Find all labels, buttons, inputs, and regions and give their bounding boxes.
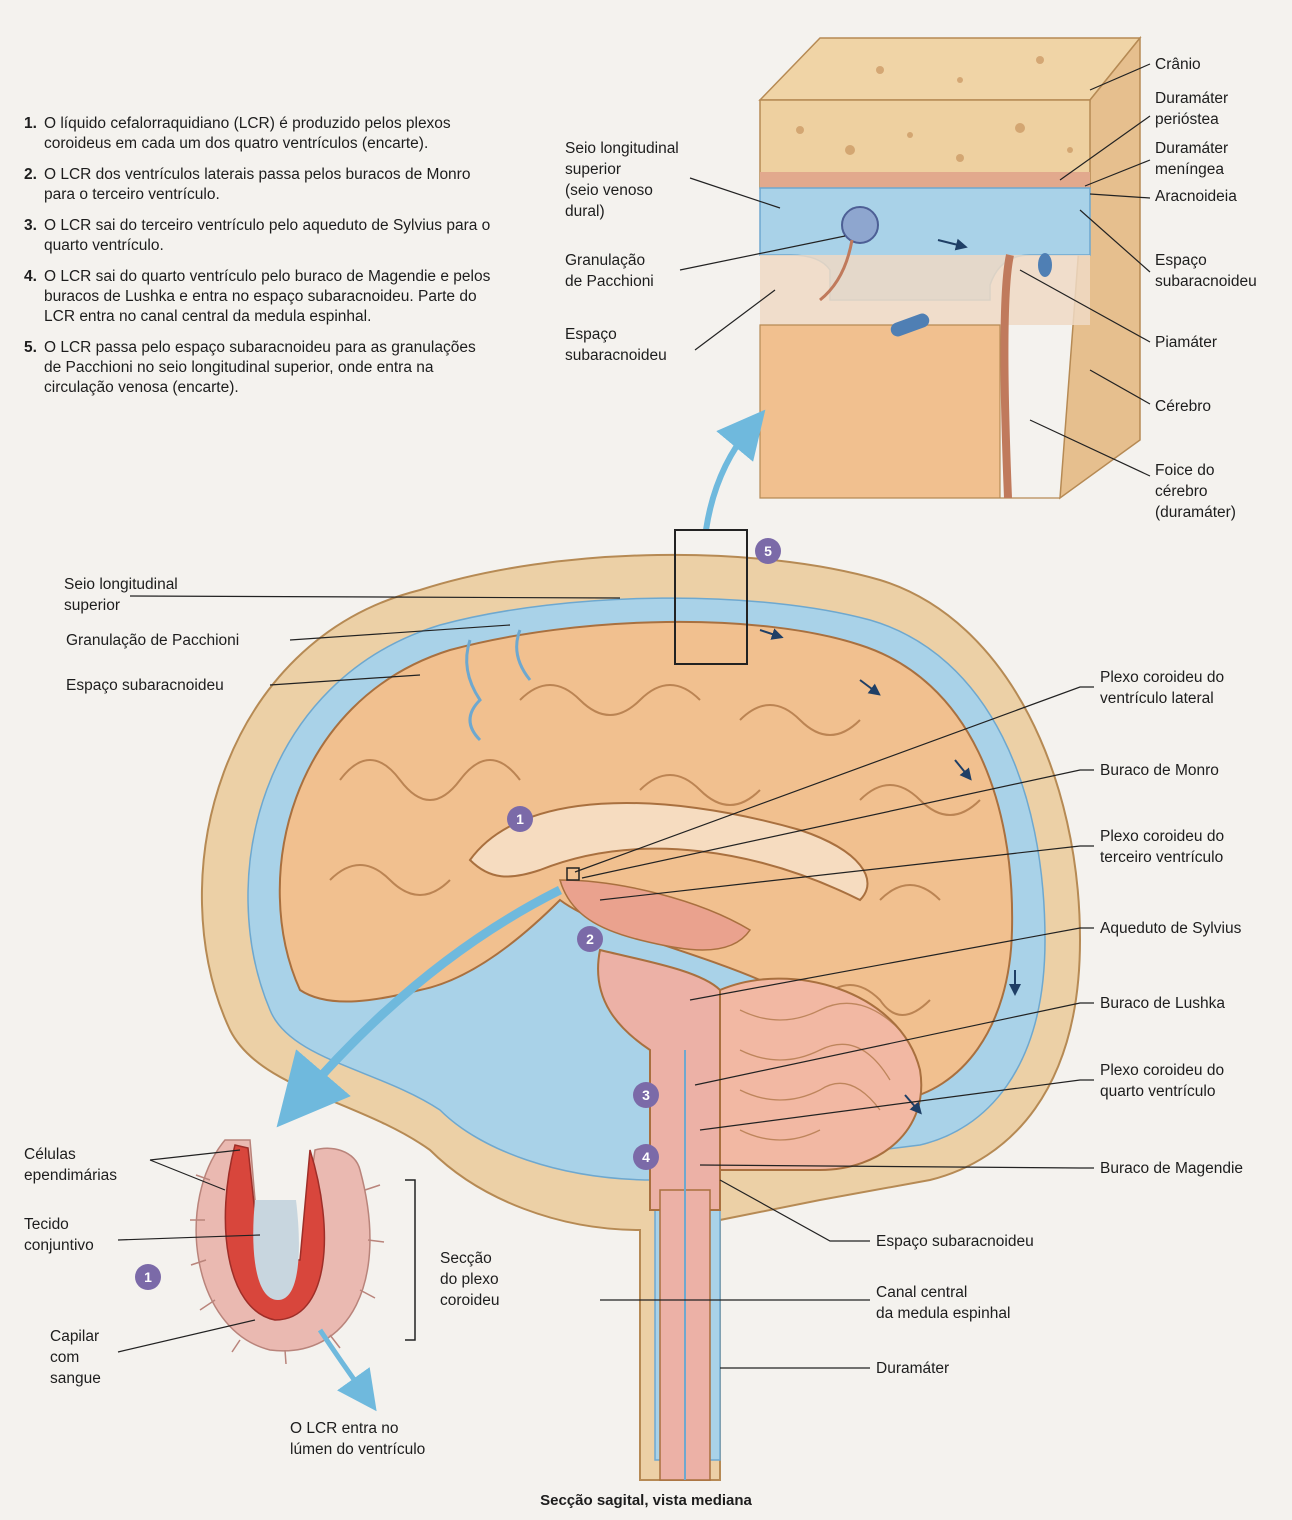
label-foice: Foice do cérebro (duramáter) [1155,460,1236,523]
step-text: O LCR sai do quarto ventrículo pelo bura… [44,267,494,327]
step-number: 5. [24,338,44,398]
step-text: O LCR passa pelo espaço subaracnoideu pa… [44,338,494,398]
arrow-lumen [320,1330,365,1395]
label-aracnoideia: Aracnoideia [1155,186,1237,207]
step-number: 4. [24,267,44,327]
label-plexo-terceiro: Plexo coroideu do terceiro ventrículo [1100,826,1224,868]
brain-sagittal [202,530,1080,1480]
label-duramater: Duramáter [876,1358,949,1379]
label-seio: Seio longitudinal superior [64,574,178,616]
step-text: O LCR dos ventrículos laterais passa pel… [44,165,494,205]
label-canal: Canal central da medula espinhal [876,1282,1010,1324]
plexus-detail [190,1140,415,1395]
figure-caption: Secção sagital, vista mediana [0,1492,1292,1509]
label-plexo-quarto: Plexo coroideu do quarto ventrículo [1100,1060,1224,1102]
label-capilar: Capilar com sangue [50,1326,101,1389]
step-badge-1: 1 [507,806,533,832]
inset-skull-top [760,38,1140,100]
inset-dura [760,172,1090,188]
step-number: 3. [24,216,44,256]
step-2: 2. O LCR dos ventrículos laterais passa … [24,165,494,205]
label-inset-seio: Seio longitudinal superior (seio venoso … [565,138,679,222]
label-tecido: Tecido conjuntivo [24,1214,94,1256]
label-espaco-sub: Espaço subaracnoideu [876,1231,1034,1252]
arrow-to-inset [706,428,750,530]
step-text: O LCR sai do terceiro ventrículo pelo aq… [44,216,494,256]
step-1: 1. O líquido cefalorraquidiano (LCR) é p… [24,114,494,154]
label-inset-granulacao: Granulação de Pacchioni [565,250,654,292]
label-espaco: Espaço subaracnoideu [66,675,224,696]
step-badge-3: 3 [633,1082,659,1108]
label-seccao: Secção do plexo coroideu [440,1248,499,1311]
label-cranio: Crânio [1155,54,1201,75]
label-inset-espaco-sub: Espaço subaracnoideu [1155,250,1257,292]
inset-falx [1004,255,1010,498]
label-celulas: Células ependimárias [24,1144,117,1186]
step-badge-5: 5 [755,538,781,564]
step-badge-4: 4 [633,1144,659,1170]
label-aqueduto: Aqueduto de Sylvius [1100,918,1241,939]
steps-list: 1. O líquido cefalorraquidiano (LCR) é p… [24,114,494,409]
inset-granulation [842,207,878,243]
label-magendie: Buraco de Magendie [1100,1158,1243,1179]
step-number: 1. [24,114,44,154]
label-plexo-lateral: Plexo coroideu do ventrículo lateral [1100,667,1224,709]
step-3: 3. O LCR sai do terceiro ventrículo pelo… [24,216,494,256]
label-monro: Buraco de Monro [1100,760,1219,781]
meninges-inset [760,38,1140,498]
label-lushka: Buraco de Lushka [1100,993,1225,1014]
label-inset-espaco: Espaço subaracnoideu [565,324,667,366]
label-dura-periostea: Duramáter perióstea [1155,88,1228,130]
step-badge-1-plexus: 1 [135,1264,161,1290]
step-badge-2: 2 [577,926,603,952]
step-number: 2. [24,165,44,205]
step-5: 5. O LCR passa pelo espaço subaracnoideu… [24,338,494,398]
label-cerebro: Cérebro [1155,396,1211,417]
step-4: 4. O LCR sai do quarto ventrículo pelo b… [24,267,494,327]
label-piamater: Piamáter [1155,332,1217,353]
label-dura-meningea: Duramáter meníngea [1155,138,1228,180]
inset-brain [760,325,1060,498]
plexus-bracket [405,1180,415,1340]
label-lcr-entra: O LCR entra no lúmen do ventrículo [290,1418,425,1460]
step-text: O líquido cefalorraquidiano (LCR) é prod… [44,114,494,154]
label-granulacao: Granulação de Pacchioni [66,630,239,651]
